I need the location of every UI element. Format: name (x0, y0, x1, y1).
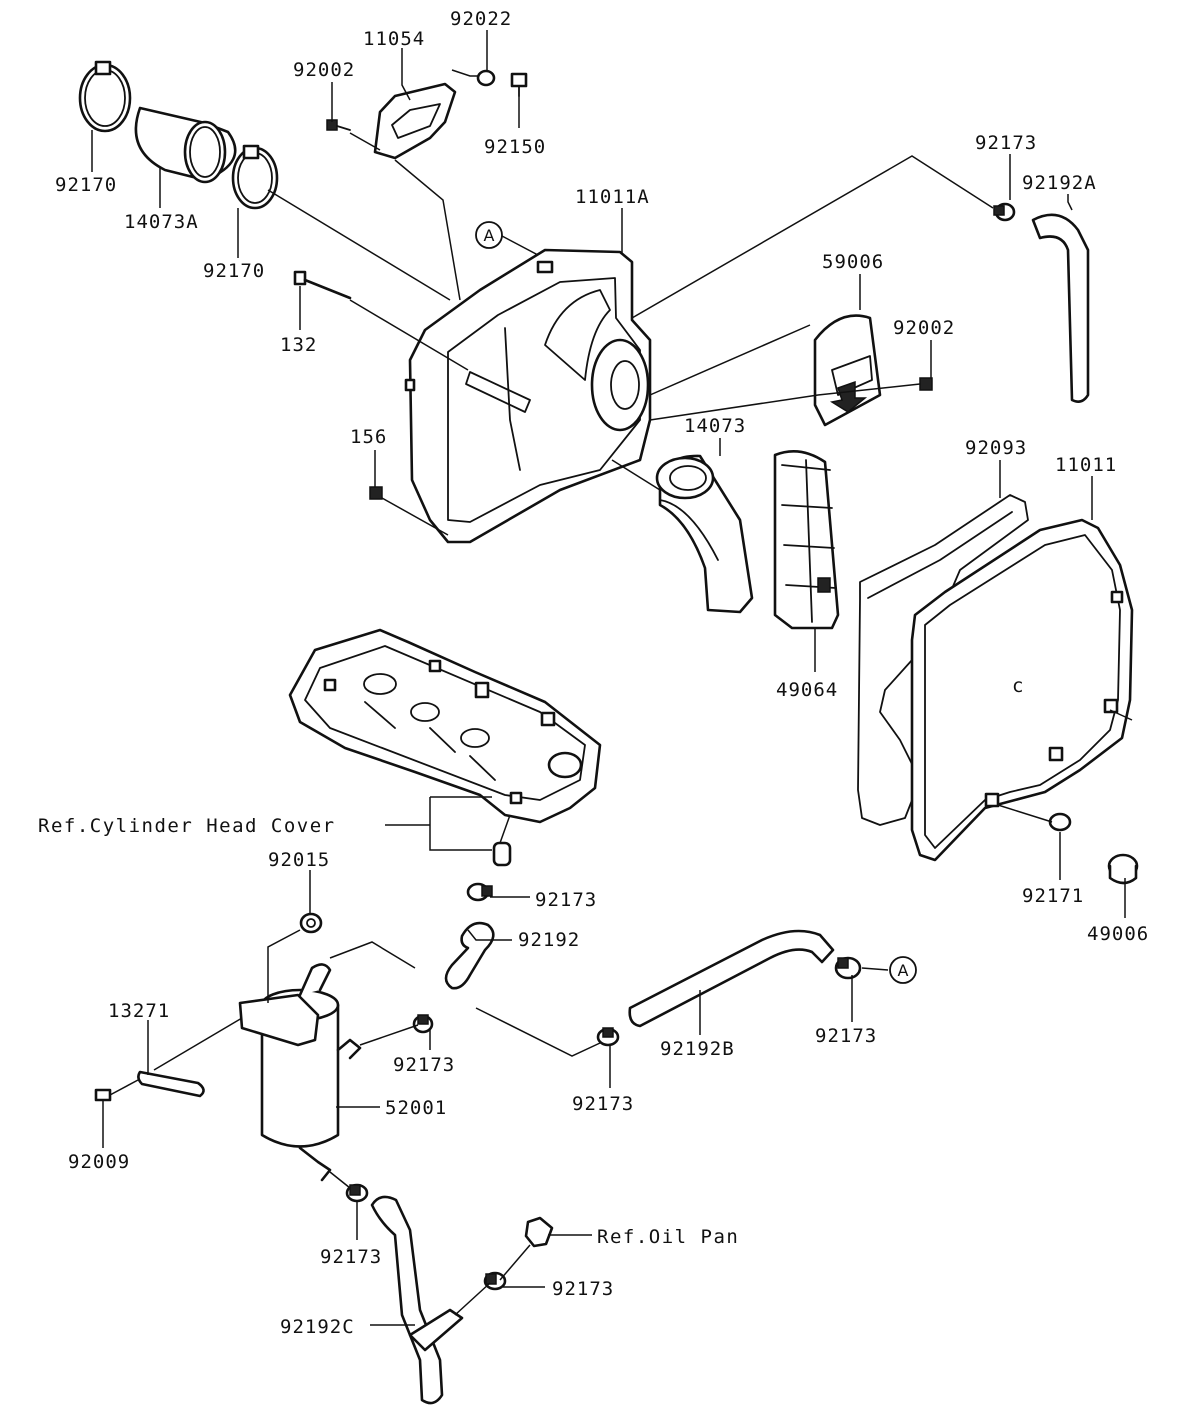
callout-a-top-text: A (484, 226, 495, 245)
label-92173-c: 92173 (815, 1025, 877, 1047)
callout-a-bottom-text: A (898, 961, 909, 980)
clamp-92173-d (596, 1027, 620, 1047)
bolt-132 (293, 270, 352, 300)
clip-92171 (1048, 812, 1072, 832)
label-11011A: 11011A (575, 186, 650, 208)
duct-14073A (134, 106, 237, 184)
callout-a-bottom: A (889, 956, 917, 984)
label-132: 132 (280, 334, 317, 356)
cap-49006 (1107, 853, 1139, 885)
label-92192A: 92192A (1022, 172, 1097, 194)
label-49064: 49064 (776, 679, 838, 701)
label-92173-e: 92173 (320, 1246, 382, 1268)
label-92009: 92009 (68, 1151, 130, 1173)
gasket-92093 (857, 494, 1029, 826)
label-92002-top: 92002 (293, 59, 355, 81)
elbow-duct-14073 (655, 454, 754, 614)
label-11054: 11054 (363, 28, 425, 50)
label-13271: 13271 (108, 1000, 170, 1022)
hose-92192A (1031, 213, 1090, 403)
label-92173-d: 92173 (572, 1093, 634, 1115)
label-49006: 49006 (1087, 923, 1149, 945)
part-labels: 92022 11054 92002 92150 92170 14073A 921… (38, 8, 1149, 1338)
hose-92192C (370, 1195, 464, 1405)
clamp-92173-c (412, 1014, 434, 1034)
label-92192: 92192 (518, 929, 580, 951)
bolt-92002-top (326, 119, 351, 131)
bolt-156 (369, 486, 383, 500)
cover-59006 (813, 314, 882, 427)
label-ref-oil-pan: Ref.Oil Pan (597, 1226, 739, 1248)
label-52001: 52001 (385, 1097, 447, 1119)
label-ref-cylinder-head-cover: Ref.Cylinder Head Cover (38, 815, 336, 837)
label-14073A: 14073A (124, 211, 199, 233)
nut-92015 (299, 912, 323, 934)
label-92171: 92171 (1022, 885, 1084, 907)
label-11011: 11011 (1055, 454, 1117, 476)
bolt-92150 (510, 72, 528, 97)
bracket-11054 (373, 82, 457, 160)
label-mark-c: c (1012, 675, 1024, 697)
oil-pan-fitting (524, 1216, 554, 1248)
clamp-92170-left (78, 60, 132, 133)
washer-92022 (476, 69, 496, 87)
label-92173-f: 92173 (552, 1278, 614, 1300)
label-92093: 92093 (965, 437, 1027, 459)
label-14073: 14073 (684, 415, 746, 437)
bolt-92009 (94, 1088, 112, 1102)
label-92173-a: 92173 (535, 889, 597, 911)
label-156: 156 (350, 426, 387, 448)
cylinder-head-cover (288, 628, 602, 824)
label-92015: 92015 (268, 849, 330, 871)
hose-92192B (628, 929, 835, 1028)
label-92173-b: 92173 (393, 1054, 455, 1076)
nipple-under-head (492, 841, 512, 867)
bracket-13271 (137, 993, 320, 1098)
clamp-92173-tr (993, 202, 1016, 222)
clamp-92173-a (466, 882, 493, 902)
leader-lines (91, 30, 1133, 1326)
clamp-92170-mid (231, 144, 279, 210)
label-92173-tr: 92173 (975, 132, 1037, 154)
label-92022: 92022 (450, 8, 512, 30)
label-92170-left: 92170 (55, 174, 117, 196)
clamp-92173-b (834, 956, 862, 980)
label-92192C: 92192C (280, 1316, 355, 1338)
label-92170-mid: 92170 (203, 260, 265, 282)
label-92002-mid: 92002 (893, 317, 955, 339)
label-92150: 92150 (484, 136, 546, 158)
air-box-case-11011A (404, 248, 652, 544)
label-59006: 59006 (822, 251, 884, 273)
clamp-92173-f (483, 1271, 507, 1291)
bolt-92002-mid (919, 377, 933, 391)
label-92192B: 92192B (660, 1038, 735, 1060)
filter-element-49064 (773, 449, 840, 630)
air-box-cover-11011 (910, 518, 1134, 862)
callout-a-top: A (475, 221, 503, 249)
